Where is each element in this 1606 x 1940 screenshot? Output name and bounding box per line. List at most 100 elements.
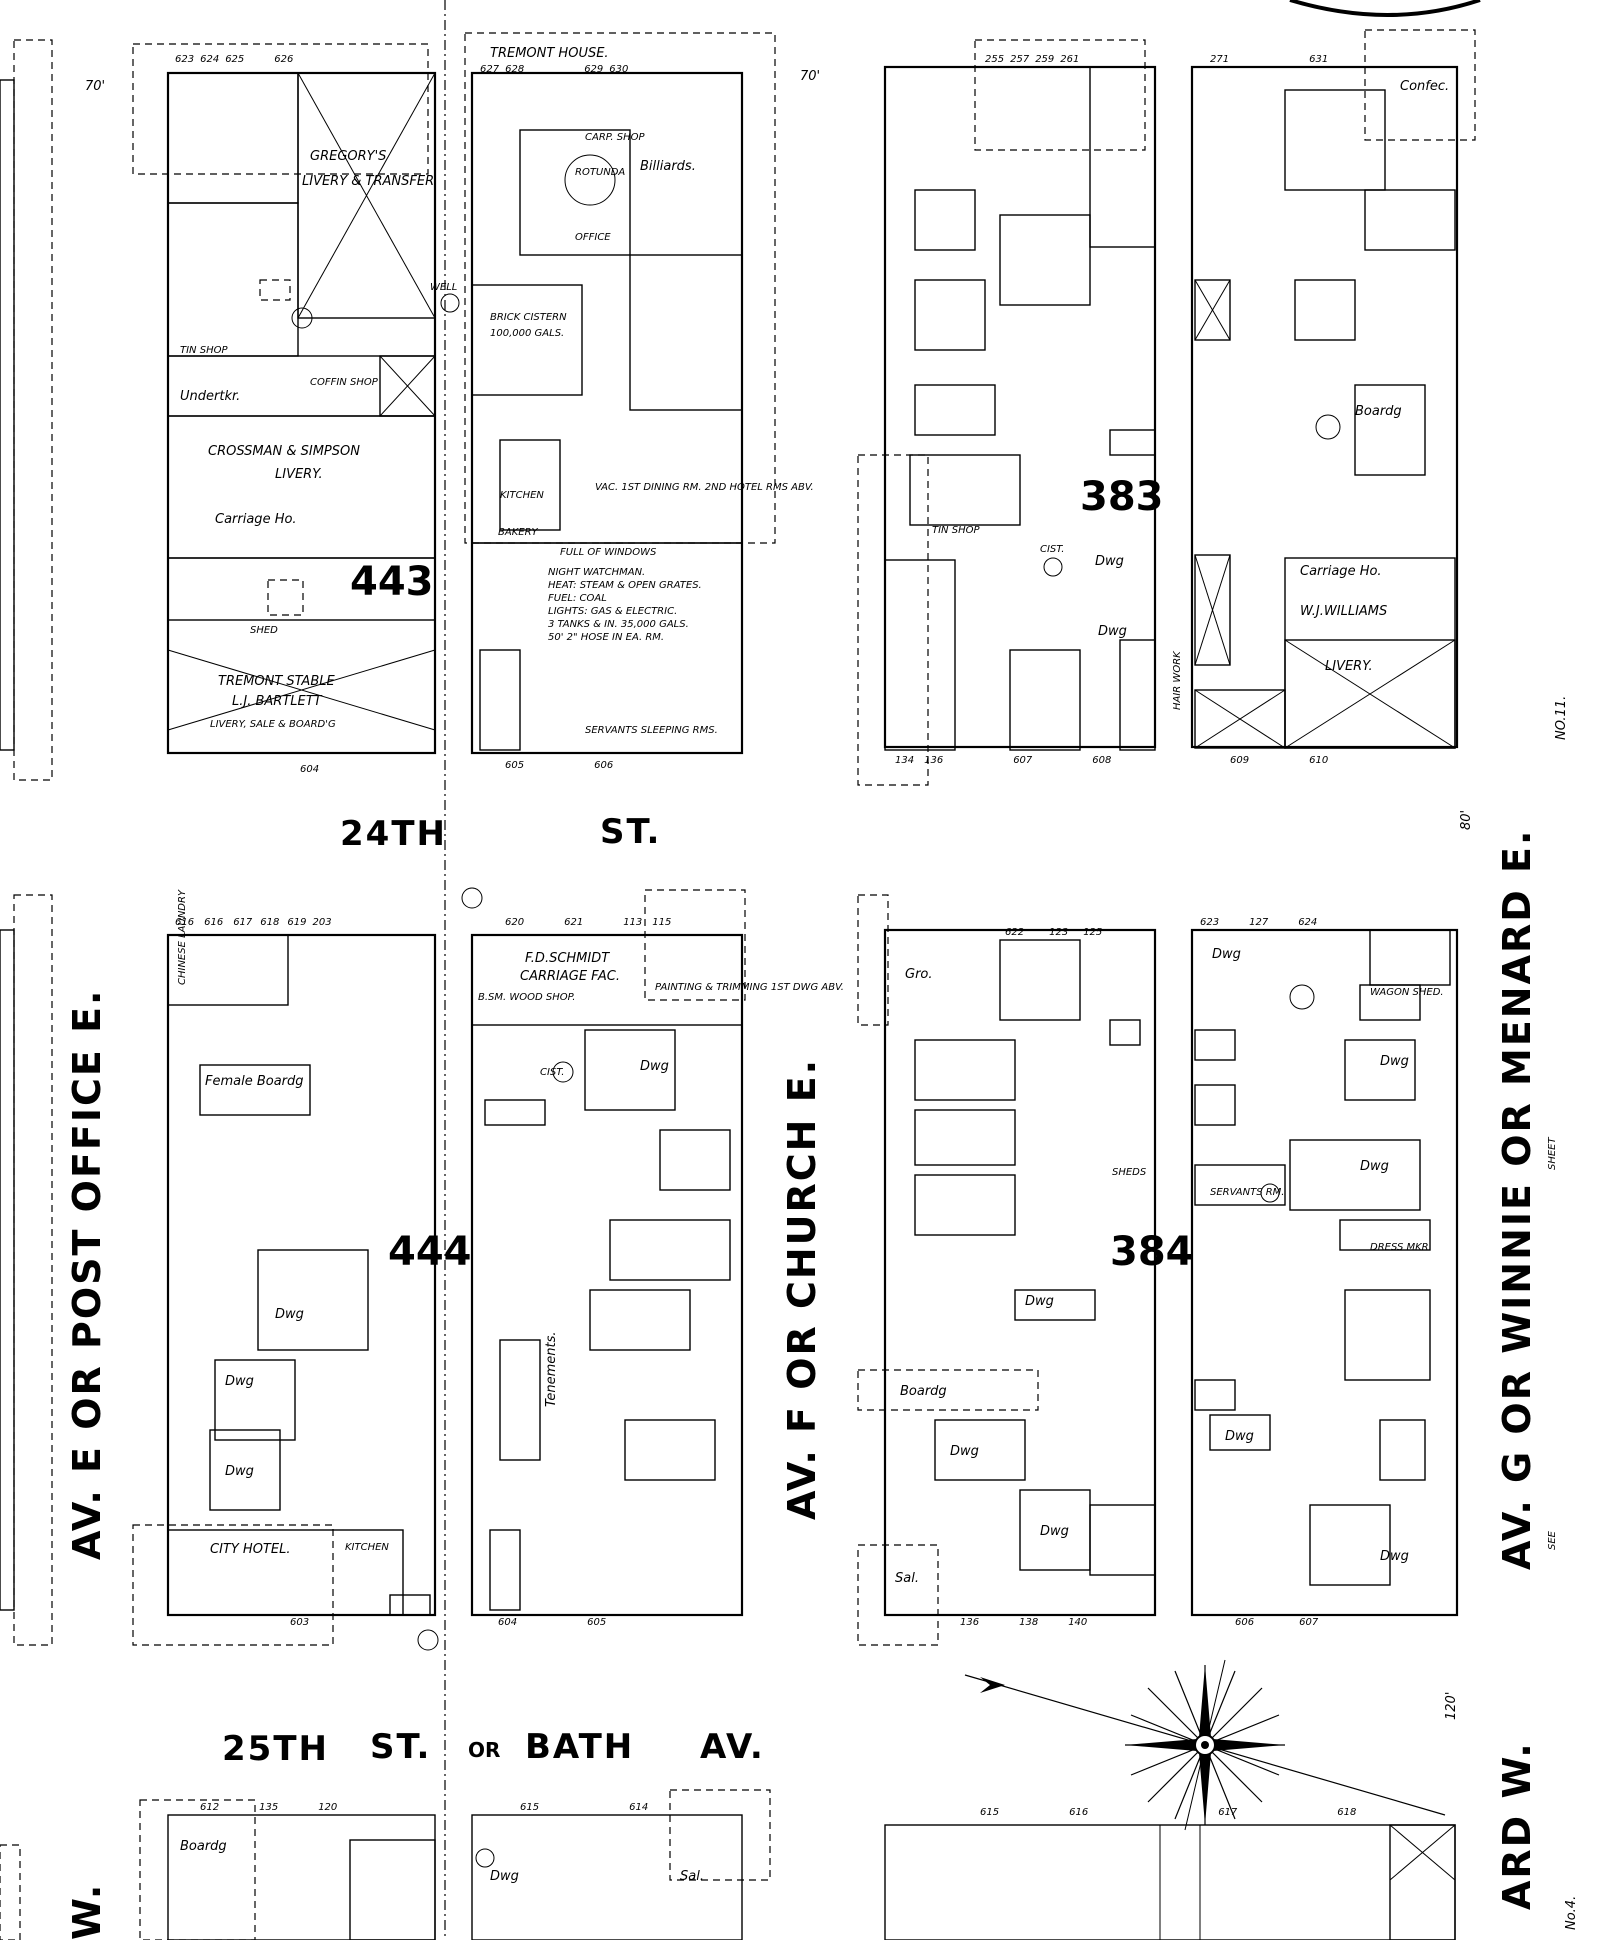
street-24th-suffix: ST. [600,812,661,852]
street-25th-or: OR [468,1738,500,1762]
label-carriage-ho-2: Carriage Ho. [1300,564,1382,579]
block-number-383: 383 [1080,474,1164,520]
label-boardg-3: Boardg [180,1839,227,1854]
avenue-f: AV. F OR CHURCH E. [780,1058,824,1520]
label-dwg-13: Dwg [1225,1429,1254,1444]
label-cist-1: CIST. [1040,544,1064,555]
label-night-watch: NIGHT WATCHMAN. [548,567,645,578]
street-24th: 24TH [340,814,447,854]
label-dwg-1: Dwg [1095,554,1124,569]
label-gro: Gro. [905,967,933,982]
label-dining: VAC. 1ST DINING RM. 2ND HOTEL RMS ABV. [595,482,814,493]
label-undertkr: Undertkr. [180,389,240,404]
avenue-bottom-left: W. [65,1883,109,1940]
label-hair-work: HAIR WORK [1172,650,1183,710]
label-dwg-4: Dwg [225,1374,254,1389]
avenue-bottom-right-no: No.4. [1564,1896,1579,1930]
label-billiards: Billiards. [640,159,696,174]
block-tremont-house [440,32,776,755]
left-partial-blocks [0,39,53,1646]
label-office: OFFICE [575,232,611,243]
label-bakery: BAKERY [498,527,539,538]
label-fuel: FUEL: COAL [548,593,607,604]
label-hose: 50' 2" HOSE IN EA. RM. [548,632,664,643]
label-dwg-10: Dwg [1212,947,1241,962]
label-dwg-11: Dwg [1380,1054,1409,1069]
block-williams [1190,29,1476,749]
label-tremont-house: TREMONT HOUSE. [490,46,609,61]
address-bot2-a: 603 [290,1617,309,1628]
label-livery: LIVERY. [275,467,323,482]
label-kitchen: KITCHEN [500,490,544,501]
avenue-g: AV. G OR WINNIE OR MENARD E. [1495,829,1539,1570]
label-tin-shop: TIN SHOP [180,345,228,356]
avenue-bottom-right: ARD W. [1495,1741,1539,1910]
label-livery-sale: LIVERY, SALE & BOARD'G [210,719,336,730]
label-female-boardg: Female Boardg [205,1074,304,1089]
block-schmidt [461,887,746,1617]
block-384 [857,894,1157,1646]
label-wagon-shed: WAGON SHED. [1370,987,1444,998]
avenue-g-sheet: SHEET [1547,1136,1558,1170]
label-painting: PAINTING & TRIMMING 1ST DWG ABV. [655,982,844,993]
label-schmidt: F.D.SCHMIDT [525,951,610,966]
label-heat: HEAT: STEAM & OPEN GRATES. [548,580,702,591]
block-number-444: 444 [388,1229,472,1275]
label-sal: Sal. [895,1571,919,1586]
label-tremont-stable: TREMONT STABLE [218,674,335,689]
label-rotunda: ROTUNDA [575,167,625,178]
label-carriage-ho: Carriage Ho. [215,512,297,527]
label-sheds: SHEDS [1112,1167,1147,1178]
block-443 [132,43,437,755]
label-dwg-12: Dwg [1360,1159,1389,1174]
avenue-e: AV. E OR POST OFFICE E. [65,989,109,1561]
avenue-g-no: NO.11. [1554,696,1569,740]
label-tenements: Tenements. [544,1332,559,1407]
label-livery-2: LIVERY. [1325,659,1373,674]
label-tanks: 3 TANKS & IN. 35,000 GALS. [548,619,689,630]
label-dwg-9: Dwg [1040,1524,1069,1539]
lower-blocks [0,1789,1456,1940]
dimension-right-low: 120' [1444,1692,1459,1720]
label-brick-cistern: BRICK CISTERN [490,312,567,323]
label-cist-2: CIST. [540,1067,564,1078]
label-full-windows: FULL OF WINDOWS [560,547,657,558]
label-lights: LIGHTS: GAS & ELECTRIC. [548,606,677,617]
label-dwg-6: Dwg [640,1059,669,1074]
address-bot-a: 604 [300,764,319,775]
dimension-top-left: 70' [85,79,105,94]
label-servants-rm: SERVANTS RM. [1210,1187,1285,1198]
label-dwg-8: Dwg [950,1444,979,1459]
label-dwg-14: Dwg [1380,1549,1409,1564]
label-chinese-laundry: CHINESE LAUNDRY [177,889,188,985]
dimension-top-right: 70' [800,69,820,84]
street-25th: 25TH [222,1729,329,1769]
label-well: WELL [430,282,457,293]
label-gregorys: GREGORY'S [310,149,386,164]
label-coffin-shop: COFFIN SHOP [310,377,379,388]
label-sal-2: Sal. [680,1869,704,1884]
block-383 [857,39,1157,786]
compass-rose-icon [964,1659,1446,1831]
street-bath-av: AV. [700,1727,765,1767]
label-boardg: Boardg [1355,404,1402,419]
label-livery-transfer: LIVERY & TRANSFER [302,174,434,189]
label-bartlett: L.J. BARTLETT [232,694,323,709]
label-servants: SERVANTS SLEEPING RMS. [585,725,718,736]
dimension-right-mid: 80' [1459,810,1474,830]
block-number-443: 443 [350,559,434,605]
avenue-g-see: SEE [1547,1530,1558,1550]
label-dwg-5: Dwg [225,1464,254,1479]
